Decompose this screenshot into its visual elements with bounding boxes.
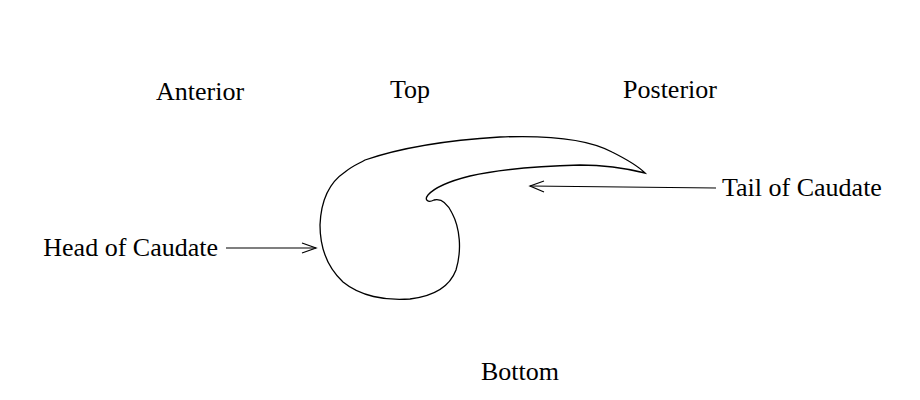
caudate-outline [320, 137, 645, 300]
direction-label: Top [390, 76, 430, 105]
head-leader [226, 243, 316, 253]
part-label: Head of Caudate [43, 234, 218, 263]
direction-label: Posterior [623, 76, 717, 105]
tail-leader [530, 181, 716, 192]
direction-label: Anterior [156, 78, 244, 107]
direction-label: Bottom [481, 358, 559, 387]
part-label: Tail of Caudate [722, 174, 882, 203]
